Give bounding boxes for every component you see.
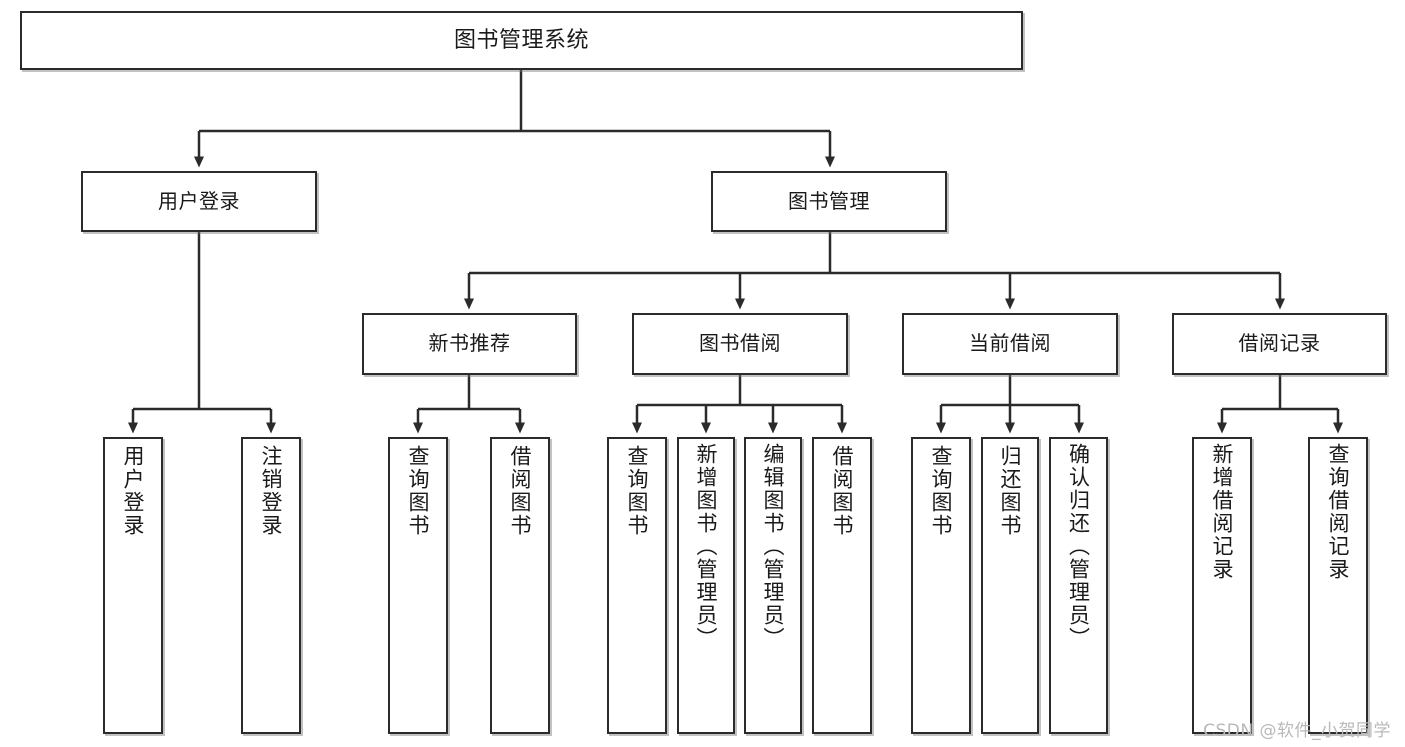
node-label: 用户登录 [121,445,146,537]
node-borrow-record[interactable]: 借阅记录 [1172,313,1387,375]
node-label: 查询图书 [625,445,650,537]
csdn-watermark: CSDN @软件_小贺同学 [1203,721,1391,741]
node-book-management[interactable]: 图书管理 [711,171,947,232]
node-label: 确认归还（管理员） [1066,443,1091,650]
node-root-system[interactable]: 图书管理系统 [20,11,1023,70]
node-label: 图书管理系统 [453,27,589,53]
node-label: 新增借阅记录 [1210,443,1235,581]
node-label: 图书管理 [788,188,870,213]
node-leaf-query-book-1[interactable]: 查询图书 [388,437,448,734]
node-leaf-borrow-book-2[interactable]: 借阅图书 [812,437,872,734]
node-user-login[interactable]: 用户登录 [81,171,317,232]
node-label: 编辑图书（管理员） [761,443,786,650]
node-leaf-confirm-return[interactable]: 确认归还（管理员） [1049,437,1108,734]
node-leaf-borrow-book-1[interactable]: 借阅图书 [490,437,550,734]
node-leaf-edit-book[interactable]: 编辑图书（管理员） [744,437,802,734]
node-leaf-query-book-3[interactable]: 查询图书 [911,437,971,734]
node-leaf-query-record[interactable]: 查询借阅记录 [1308,437,1368,734]
node-new-book-recommend[interactable]: 新书推荐 [362,313,577,375]
node-leaf-return-book[interactable]: 归还图书 [981,437,1039,734]
node-label: 新增图书（管理员） [694,443,719,650]
node-label: 当前借阅 [969,331,1051,356]
node-leaf-add-book[interactable]: 新增图书（管理员） [677,437,735,734]
node-leaf-user-login[interactable]: 用户登录 [103,437,163,734]
node-label: 新书推荐 [428,331,511,356]
node-label: 图书借阅 [699,331,781,356]
node-leaf-logout-login[interactable]: 注销登录 [241,437,301,734]
node-leaf-query-book-2[interactable]: 查询图书 [607,437,667,734]
node-label: 借阅记录 [1238,331,1321,356]
node-label: 借阅图书 [830,445,855,537]
node-book-borrow[interactable]: 图书借阅 [632,313,848,375]
node-current-borrow[interactable]: 当前借阅 [902,313,1118,375]
node-label: 注销登录 [259,445,284,537]
node-label: 查询图书 [929,445,954,537]
node-label: 用户登录 [158,188,240,213]
node-leaf-add-record[interactable]: 新增借阅记录 [1192,437,1252,734]
node-label: 查询借阅记录 [1326,443,1351,581]
node-label: 归还图书 [998,445,1023,537]
node-label: 借阅图书 [508,445,533,537]
node-label: 查询图书 [406,445,431,537]
